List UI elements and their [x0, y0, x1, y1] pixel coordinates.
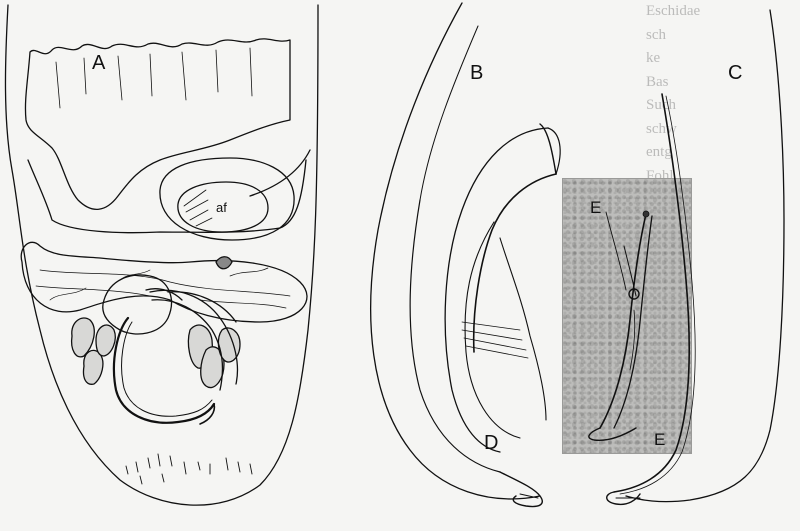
- panel-label-d: D: [484, 432, 499, 454]
- label-af: af: [216, 200, 227, 215]
- photo-inset-e: [562, 178, 692, 454]
- panel-label-e-top: E: [590, 198, 602, 217]
- panel-label-a: A: [92, 52, 106, 74]
- drawing-panel-a: [4, 4, 319, 506]
- drawing-panel-c: [606, 9, 785, 506]
- panel-label-c: C: [728, 62, 743, 84]
- drawing-panel-b: [370, 2, 561, 508]
- panel-label-b: B: [470, 62, 484, 84]
- panel-label-e-bottom: E: [654, 430, 666, 449]
- drawing-panel-e: [588, 210, 653, 442]
